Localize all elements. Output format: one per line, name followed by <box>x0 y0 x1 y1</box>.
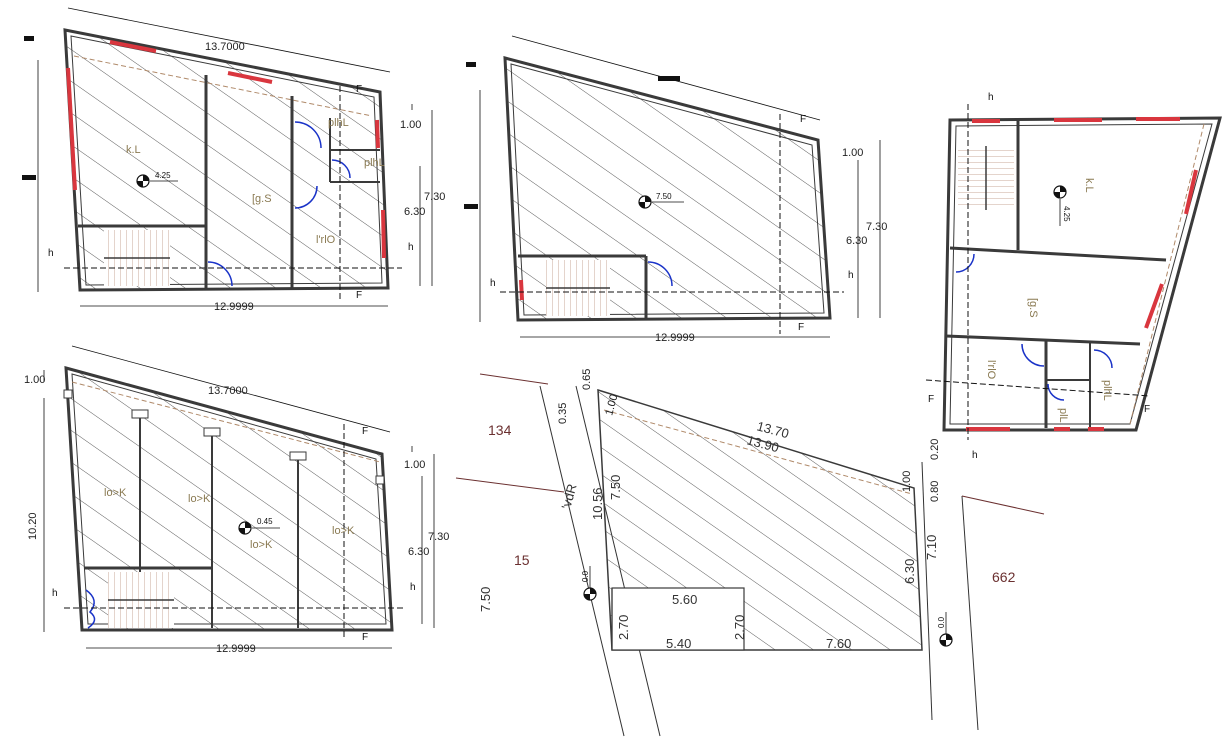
plan-a-section-h-left: h <box>48 248 54 259</box>
plan-b-right-dim-2: 6.30 <box>846 235 867 247</box>
site-dim-7-60: 7.60 <box>826 636 851 651</box>
plan-d-bottom-dim: 12.9999 <box>216 643 256 655</box>
site-dim-1-00-left: 1.00 <box>603 393 620 417</box>
site-building-footprint <box>611 587 745 651</box>
plan-b-section-h-right: h <box>848 270 854 281</box>
plan-b: F F h h 7.50 12.9999 1.00 6.30 7.30 <box>464 35 887 344</box>
site-dim-5-60: 5.60 <box>672 592 697 607</box>
plan-a-level-value: 4.25 <box>155 171 171 180</box>
site-dim-0-65: 0.65 <box>581 369 593 390</box>
plan-a-room-bath: plhL <box>328 117 349 129</box>
plan-c-room-wc: plL <box>1057 408 1069 423</box>
plan-a-room-kitchen: k.L <box>126 144 141 156</box>
site-level-1-value: 0.0 <box>581 570 590 582</box>
plan-a-room-lounge: [g.S <box>252 193 272 205</box>
site-dim-0-80: 0.80 <box>929 481 941 502</box>
plan-a-door <box>207 261 233 287</box>
plan-a-room-hall: l'rlO <box>316 234 336 246</box>
plan-a-window <box>109 40 157 53</box>
site-dim-1-00-right: 1.00 <box>901 471 913 492</box>
plan-d-right-dim-2: 6.30 <box>408 546 429 558</box>
plan-d-section-h-left: h <box>52 588 58 599</box>
site-dim-10-56: 10.56 <box>590 487 605 520</box>
plan-a-section-f-bottom: F <box>356 290 362 301</box>
plan-a-right-dim-3: 7.30 <box>424 191 445 203</box>
site-plan: 134 15 662 'vdR 13.70 13.90 0.65 0.35 1.… <box>455 369 1045 737</box>
plan-b-right-dim-1: 1.00 <box>842 147 863 159</box>
plan-a-room-wc: plhL <box>364 157 385 169</box>
site-parcel <box>597 388 923 651</box>
plan-c-level-marker: 4.25 <box>1053 185 1071 226</box>
site-dim-2-70-b: 2.70 <box>732 615 747 640</box>
site-dim-6-30: 6.30 <box>902 559 917 584</box>
site-dim-7-10: 7.10 <box>924 535 939 560</box>
plan-d-left-dim-2: 10.20 <box>27 512 39 540</box>
plan-d-section-f-top: F <box>362 426 368 437</box>
plan-c-section-f-right: F <box>1144 404 1150 415</box>
plan-a-top-dim: 13.7000 <box>205 41 245 53</box>
site-level-marker-1: 0.0 <box>581 566 597 601</box>
plan-c-section-h-bottom: h <box>972 450 978 461</box>
site-level-2-value: 0.0 <box>937 616 946 628</box>
site-street-label: 'vdR <box>558 482 579 511</box>
site-dim-7-50: 7.50 <box>608 475 623 500</box>
plan-b-section-h-left: h <box>490 278 496 289</box>
site-dim-0-20: 0.20 <box>929 439 941 460</box>
plan-c-section-f-left: F <box>928 394 934 405</box>
plan-a-right-dim-1: 1.00 <box>400 119 421 131</box>
plan-b-bottom-dim: 12.9999 <box>655 332 695 344</box>
plan-d-level-value: 0.45 <box>257 517 273 526</box>
site-dim-0-35: 0.35 <box>557 403 569 424</box>
plan-b-right-dim-3: 7.30 <box>866 221 887 233</box>
plan-a: F F h h k.L [g.S plhL plhL l'rlO 4.25 13… <box>22 7 445 313</box>
plan-c-level-value: 4.25 <box>1062 206 1071 222</box>
plan-d-room-2: lo>K <box>188 493 211 505</box>
plan-d-room-3: lo>K <box>250 539 273 551</box>
plan-c-room-lounge: [g.S <box>1027 298 1039 318</box>
plan-c: h h F F k.L [g.S l'rlO plhL plL 4.25 <box>925 92 1222 461</box>
site-parcel-right: 662 <box>992 569 1016 585</box>
site-dim-5-40: 5.40 <box>666 636 691 651</box>
plan-a-section-f-top: F <box>356 84 362 95</box>
plan-d-right-dim-1: 1.00 <box>404 459 425 471</box>
plan-d-room-4: lo>K <box>332 525 355 537</box>
plan-d-section-f-bottom: F <box>362 632 368 643</box>
plan-c-room-hall: l'rlO <box>985 360 997 380</box>
plan-b-level-marker: 7.50 <box>638 192 684 209</box>
plan-a-section-h-right: h <box>408 242 414 253</box>
plan-b-level-value: 7.50 <box>656 192 672 201</box>
plan-d-left-dim-1: 1.00 <box>24 374 45 386</box>
plan-d-level-marker: 0.45 <box>238 517 280 535</box>
site-dim-7-50-street: 7.50 <box>478 587 493 612</box>
plan-d-outline <box>64 366 394 632</box>
plan-d: F F h h lo>K lo>K lo>K lo>K 0.45 13.7000… <box>24 345 449 655</box>
plan-c-section-h-top: h <box>988 92 994 103</box>
plan-c-room-kitchen: k.L <box>1083 178 1095 193</box>
plan-d-room-1: lo>K <box>104 487 127 499</box>
plan-a-bottom-dim: 12.9999 <box>214 301 254 313</box>
site-parcel-left: 134 <box>488 422 512 438</box>
plan-d-top-dim: 13.7000 <box>208 385 248 397</box>
plan-a-right-dim-2: 6.30 <box>404 206 425 218</box>
plan-d-right-dim-3: 7.30 <box>428 531 449 543</box>
plan-b-section-f-top: F <box>800 114 806 125</box>
plan-b-section-f-bottom: F <box>798 322 804 333</box>
plan-c-room-bath: plhL <box>1101 380 1113 401</box>
plan-d-section-h-right: h <box>410 582 416 593</box>
site-dim-2-70-a: 2.70 <box>616 615 631 640</box>
plan-a-level-marker: 4.25 <box>136 171 178 188</box>
site-level-marker-2: 0.0 <box>937 612 953 647</box>
site-parcel-left-2: 15 <box>514 552 530 568</box>
